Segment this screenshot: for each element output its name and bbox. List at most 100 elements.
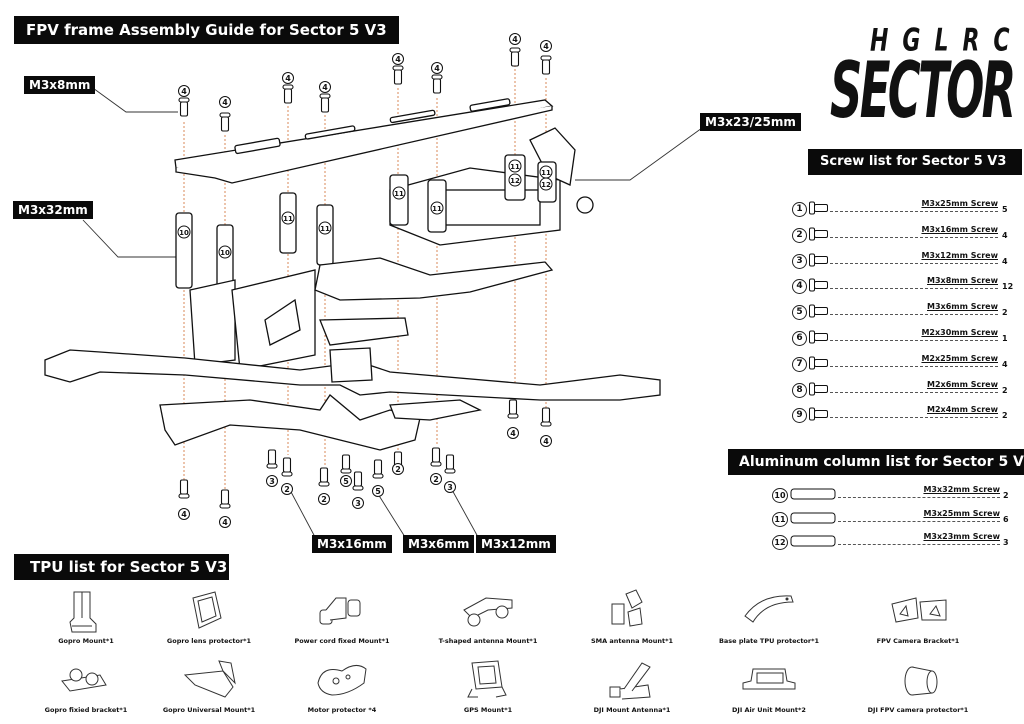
leader-dots — [830, 340, 998, 341]
leader-dots — [830, 211, 998, 212]
svg-text:11: 11 — [432, 205, 442, 213]
tpu-item: GPS Mount*1 — [418, 657, 558, 714]
screw-icon — [809, 253, 828, 267]
fpv-camera-bracket-icon — [891, 597, 947, 623]
tpu-item-label: T-shaped antenna Mount*1 — [438, 637, 538, 645]
aluminum-column-icon — [790, 535, 836, 547]
column-label: M3x32mm Screw — [923, 485, 1000, 494]
tpu-item-label: Motor protector *4 — [307, 706, 377, 714]
svg-text:2: 2 — [395, 465, 401, 474]
tpu-item: T-shaped antenna Mount*1 — [418, 588, 558, 645]
logo-brand-text: HGLRC — [870, 24, 1024, 59]
screw-icon — [809, 227, 828, 241]
svg-text:3: 3 — [269, 477, 275, 486]
callout-m3x16: M3x16mm — [312, 535, 392, 553]
tpu-item-label: DJI Mount Antenna*1 — [593, 706, 671, 714]
tpu-item: Gopro Universal Mount*1 — [139, 657, 279, 714]
page-title: FPV frame Assembly Guide for Sector 5 V3 — [14, 16, 399, 44]
tpu-item: SMA antenna Mount*1 — [562, 588, 702, 645]
screw-icon — [809, 330, 828, 344]
tpu-list-title: TPU list for Sector 5 V3 — [14, 554, 229, 580]
gopro-fixed-bracket-icon — [61, 668, 107, 692]
svg-text:5: 5 — [375, 487, 381, 496]
base-plate-protector-icon — [744, 595, 794, 623]
tpu-item: Gopro lens protector*1 — [139, 588, 279, 645]
tpu-item-label: Gopro Universal Mount*1 — [162, 706, 256, 714]
svg-text:10: 10 — [179, 229, 189, 237]
callout-m3x6: M3x6mm — [403, 535, 475, 553]
tpu-item-label: Gopro lens protector*1 — [166, 637, 252, 645]
t-antenna-mount-icon — [463, 597, 513, 627]
tpu-item-label: FPV Camera Bracket*1 — [876, 637, 960, 645]
svg-text:10: 10 — [220, 249, 230, 257]
leader-dots — [830, 288, 998, 290]
item-number: 7 — [792, 356, 807, 372]
screw-label: M3x6mm Screw — [927, 302, 998, 312]
screw-count: 4 — [1002, 256, 1008, 266]
screw-icon — [809, 407, 828, 421]
item-number: 8 — [792, 382, 807, 398]
screw-count: 2 — [1002, 411, 1008, 421]
item-number: 3 — [792, 253, 807, 269]
screw-label: M2x4mm Screw — [927, 405, 998, 415]
motor-protector-icon — [317, 665, 367, 696]
column-list-title: Aluminum column list for Sector 5 V3 — [728, 449, 1024, 475]
screw-icon — [809, 201, 828, 215]
leader-dots — [830, 236, 998, 238]
screw-list-title: Screw list for Sector 5 V3 — [808, 149, 1022, 175]
bottom-frame — [44, 257, 661, 451]
sector-logo: HGLRC SECTOR — [830, 24, 1016, 134]
svg-text:2: 2 — [321, 495, 327, 504]
item-number: 6 — [792, 331, 807, 346]
tpu-item: Gopro Mount*1 — [16, 588, 156, 645]
screw-label: M2x6mm Screw — [927, 379, 998, 389]
column-count: 3 — [1003, 538, 1009, 547]
svg-text:4: 4 — [285, 74, 291, 83]
screw-list-item: 8 M2x6mm Screw 2 — [792, 379, 1012, 399]
tpu-item-label: Base plate TPU protector*1 — [718, 637, 820, 645]
svg-text:11: 11 — [541, 169, 551, 177]
side-plates — [189, 269, 316, 371]
dji-mount-antenna-icon — [609, 662, 651, 700]
svg-text:3: 3 — [355, 499, 361, 508]
screw-count: 12 — [1002, 282, 1014, 292]
aluminum-column-icon — [790, 512, 836, 523]
logo-main-text: SECTOR — [830, 45, 1016, 136]
screw-icon — [809, 304, 828, 318]
dji-fpv-camera-protector-icon — [904, 666, 938, 696]
screw-label: M3x16mm Screw — [921, 224, 998, 234]
screw-icon — [809, 356, 828, 370]
tpu-item-label: Gopro Mount*1 — [58, 637, 114, 645]
leader-lines — [82, 82, 703, 538]
leader-dots — [830, 314, 998, 316]
tpu-item: Motor protector *4 — [272, 657, 412, 714]
svg-text:2: 2 — [433, 475, 439, 484]
screw-label: M2x30mm Screw — [921, 328, 998, 337]
gopro-universal-mount-icon — [183, 660, 236, 698]
svg-text:3: 3 — [447, 483, 453, 492]
camera-cage — [389, 127, 594, 246]
item-number: 12 — [772, 535, 788, 550]
item-number: 2 — [792, 227, 807, 243]
callout-m3x12: M3x12mm — [476, 535, 556, 553]
svg-text:4: 4 — [543, 42, 549, 51]
svg-text:4: 4 — [181, 87, 187, 96]
tpu-item: FPV Camera Bracket*1 — [848, 588, 988, 645]
tpu-item: Gopro fixied bracket*1 — [16, 657, 156, 714]
screw-icon — [809, 382, 828, 396]
svg-text:11: 11 — [283, 215, 293, 223]
svg-text:11: 11 — [510, 163, 520, 171]
screw-icon — [809, 278, 828, 292]
leader-dots — [830, 365, 998, 367]
screw-count: 2 — [1002, 385, 1008, 395]
tpu-item: DJI FPV camera protector*1 — [848, 657, 988, 714]
svg-text:4: 4 — [434, 64, 440, 73]
aluminum-column-icon — [790, 488, 836, 500]
